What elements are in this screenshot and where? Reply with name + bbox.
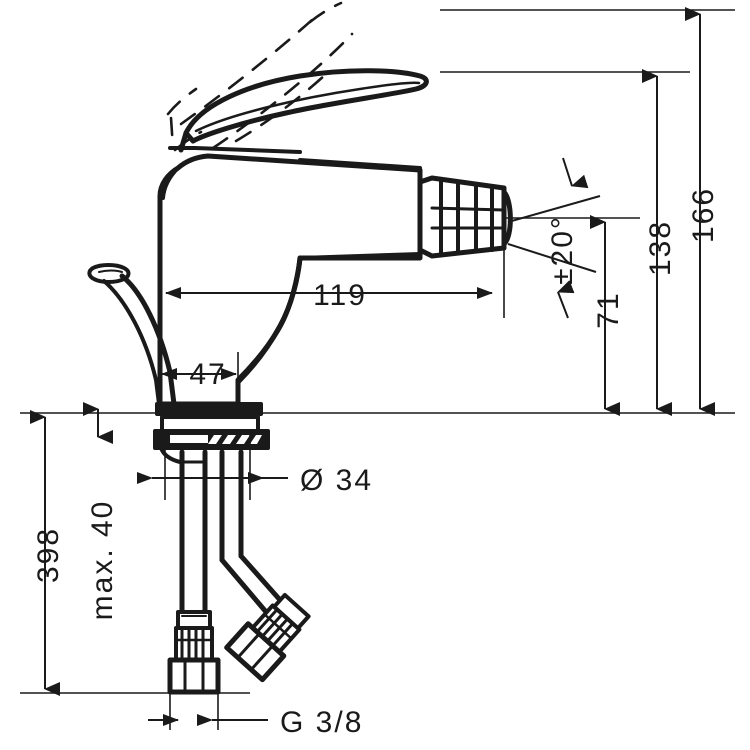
lever-handle xyxy=(178,68,429,153)
angled-connector-fitting xyxy=(224,592,311,683)
extension-lines xyxy=(20,9,735,730)
faucet-illustration xyxy=(87,1,513,695)
dim-d34-label: Ø 34 xyxy=(300,464,373,497)
dim-max40-label: max. 40 xyxy=(86,500,119,621)
supply-shanks xyxy=(179,449,244,615)
dim-47-label: 47 xyxy=(189,358,226,391)
dim-398-label: 398 xyxy=(32,527,65,583)
dim-166-label: 166 xyxy=(687,187,720,243)
aerator-nozzle xyxy=(417,175,513,259)
lever-handle-raised-outline xyxy=(166,1,354,152)
deck-mounting-assembly xyxy=(153,402,270,464)
dim-angle-label: ±20° xyxy=(546,215,579,285)
swivel-angle-indicator xyxy=(507,157,601,319)
dimension-labels: 166 138 71 119 47 398 max. 40 Ø 34 ±20° … xyxy=(32,187,720,739)
dimension-lines xyxy=(20,7,735,730)
vertical-connector-fitting xyxy=(167,610,221,695)
dim-71-label: 71 xyxy=(592,291,625,328)
dim-thread-label: G 3/8 xyxy=(280,706,363,739)
dim-119-label: 119 xyxy=(313,279,367,312)
dim-138-label: 138 xyxy=(644,220,677,276)
